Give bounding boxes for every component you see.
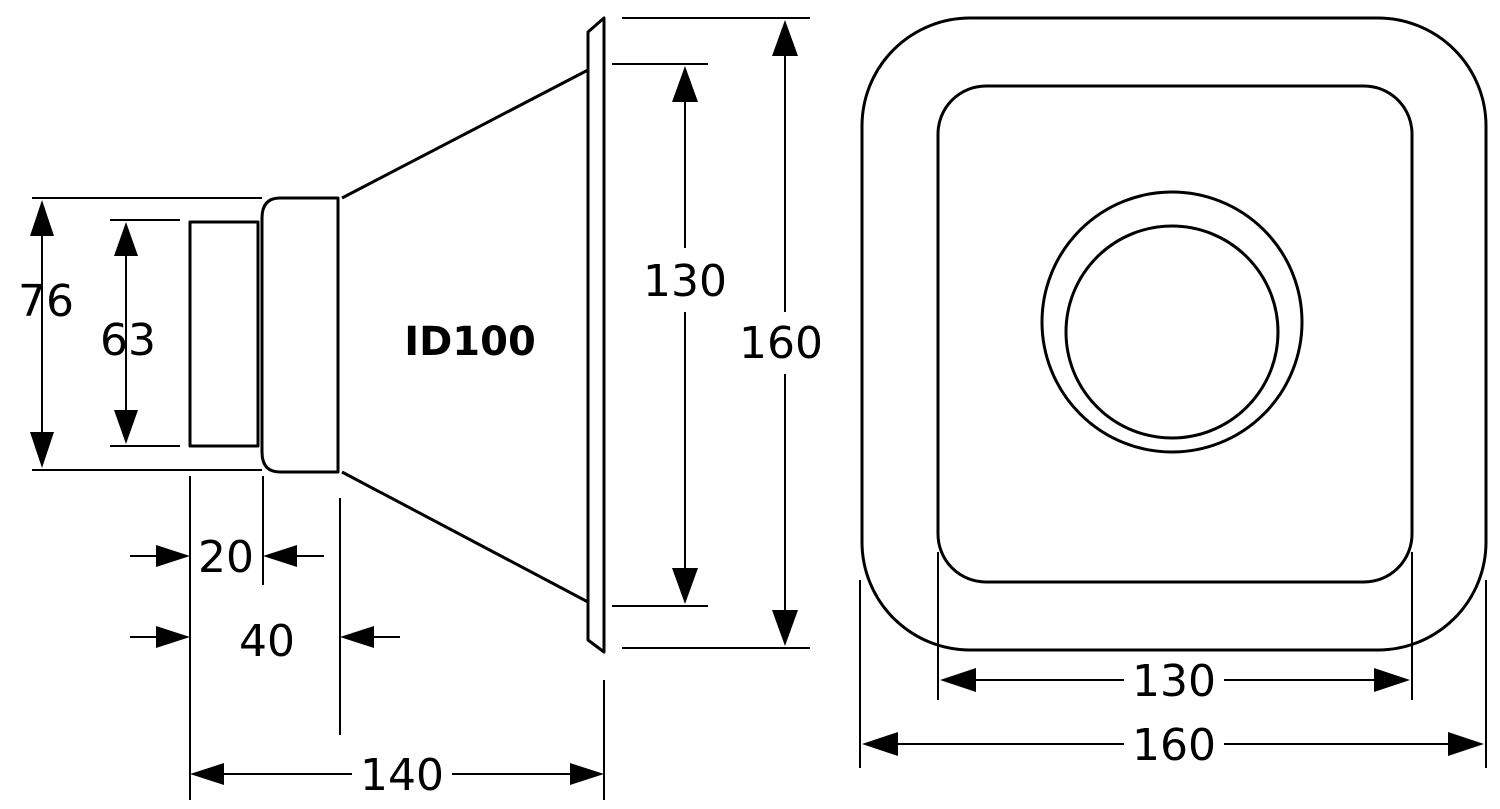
arrow-76-up	[30, 200, 54, 236]
arrow-160h-right	[1448, 732, 1484, 756]
dim-label-20: 20	[198, 532, 254, 583]
arrow-40-left	[340, 626, 374, 648]
arrow-160h-left	[862, 732, 898, 756]
front-inner-square	[936, 84, 1414, 584]
arrow-63-up	[114, 222, 138, 256]
arrow-140-left	[190, 763, 224, 785]
arrow-160v-up	[772, 20, 798, 56]
dim-label-76: 76	[18, 276, 74, 327]
dim-label-130-vertical: 130	[643, 256, 727, 307]
arrow-130v-up	[672, 66, 698, 102]
model-label: ID100	[404, 319, 536, 365]
arrow-40-right	[156, 626, 190, 648]
dim-label-40: 40	[239, 616, 295, 667]
arrow-63-down	[114, 410, 138, 444]
arrow-160v-down	[772, 610, 798, 646]
dim-label-160-vertical: 160	[739, 318, 823, 369]
throat-tube-outline	[188, 220, 260, 448]
front-throat-outer-circle	[1040, 190, 1304, 454]
dim-label-160-horizontal: 160	[1132, 720, 1216, 771]
arrow-20-right	[156, 545, 190, 567]
front-view-dimensions: 130 160	[859, 552, 1487, 771]
arrow-130h-right	[1374, 668, 1410, 692]
arrow-76-down	[30, 432, 54, 468]
dim-label-63: 63	[100, 315, 156, 366]
flange-outline	[260, 196, 340, 474]
front-throat-inner-circle	[1064, 224, 1280, 440]
dim-label-130-horizontal: 130	[1132, 656, 1216, 707]
front-outer-square	[860, 16, 1488, 652]
arrow-130v-down	[672, 568, 698, 604]
side-view: ID100	[188, 16, 606, 654]
front-view	[860, 16, 1488, 652]
arrow-20-left	[263, 545, 297, 567]
mouth-rim-outline	[586, 16, 606, 654]
arrow-130h-left	[940, 668, 976, 692]
dim-label-140: 140	[360, 750, 444, 801]
side-view-dimensions: 76 63 20 40 140	[18, 17, 823, 801]
arrow-140-right	[570, 763, 604, 785]
